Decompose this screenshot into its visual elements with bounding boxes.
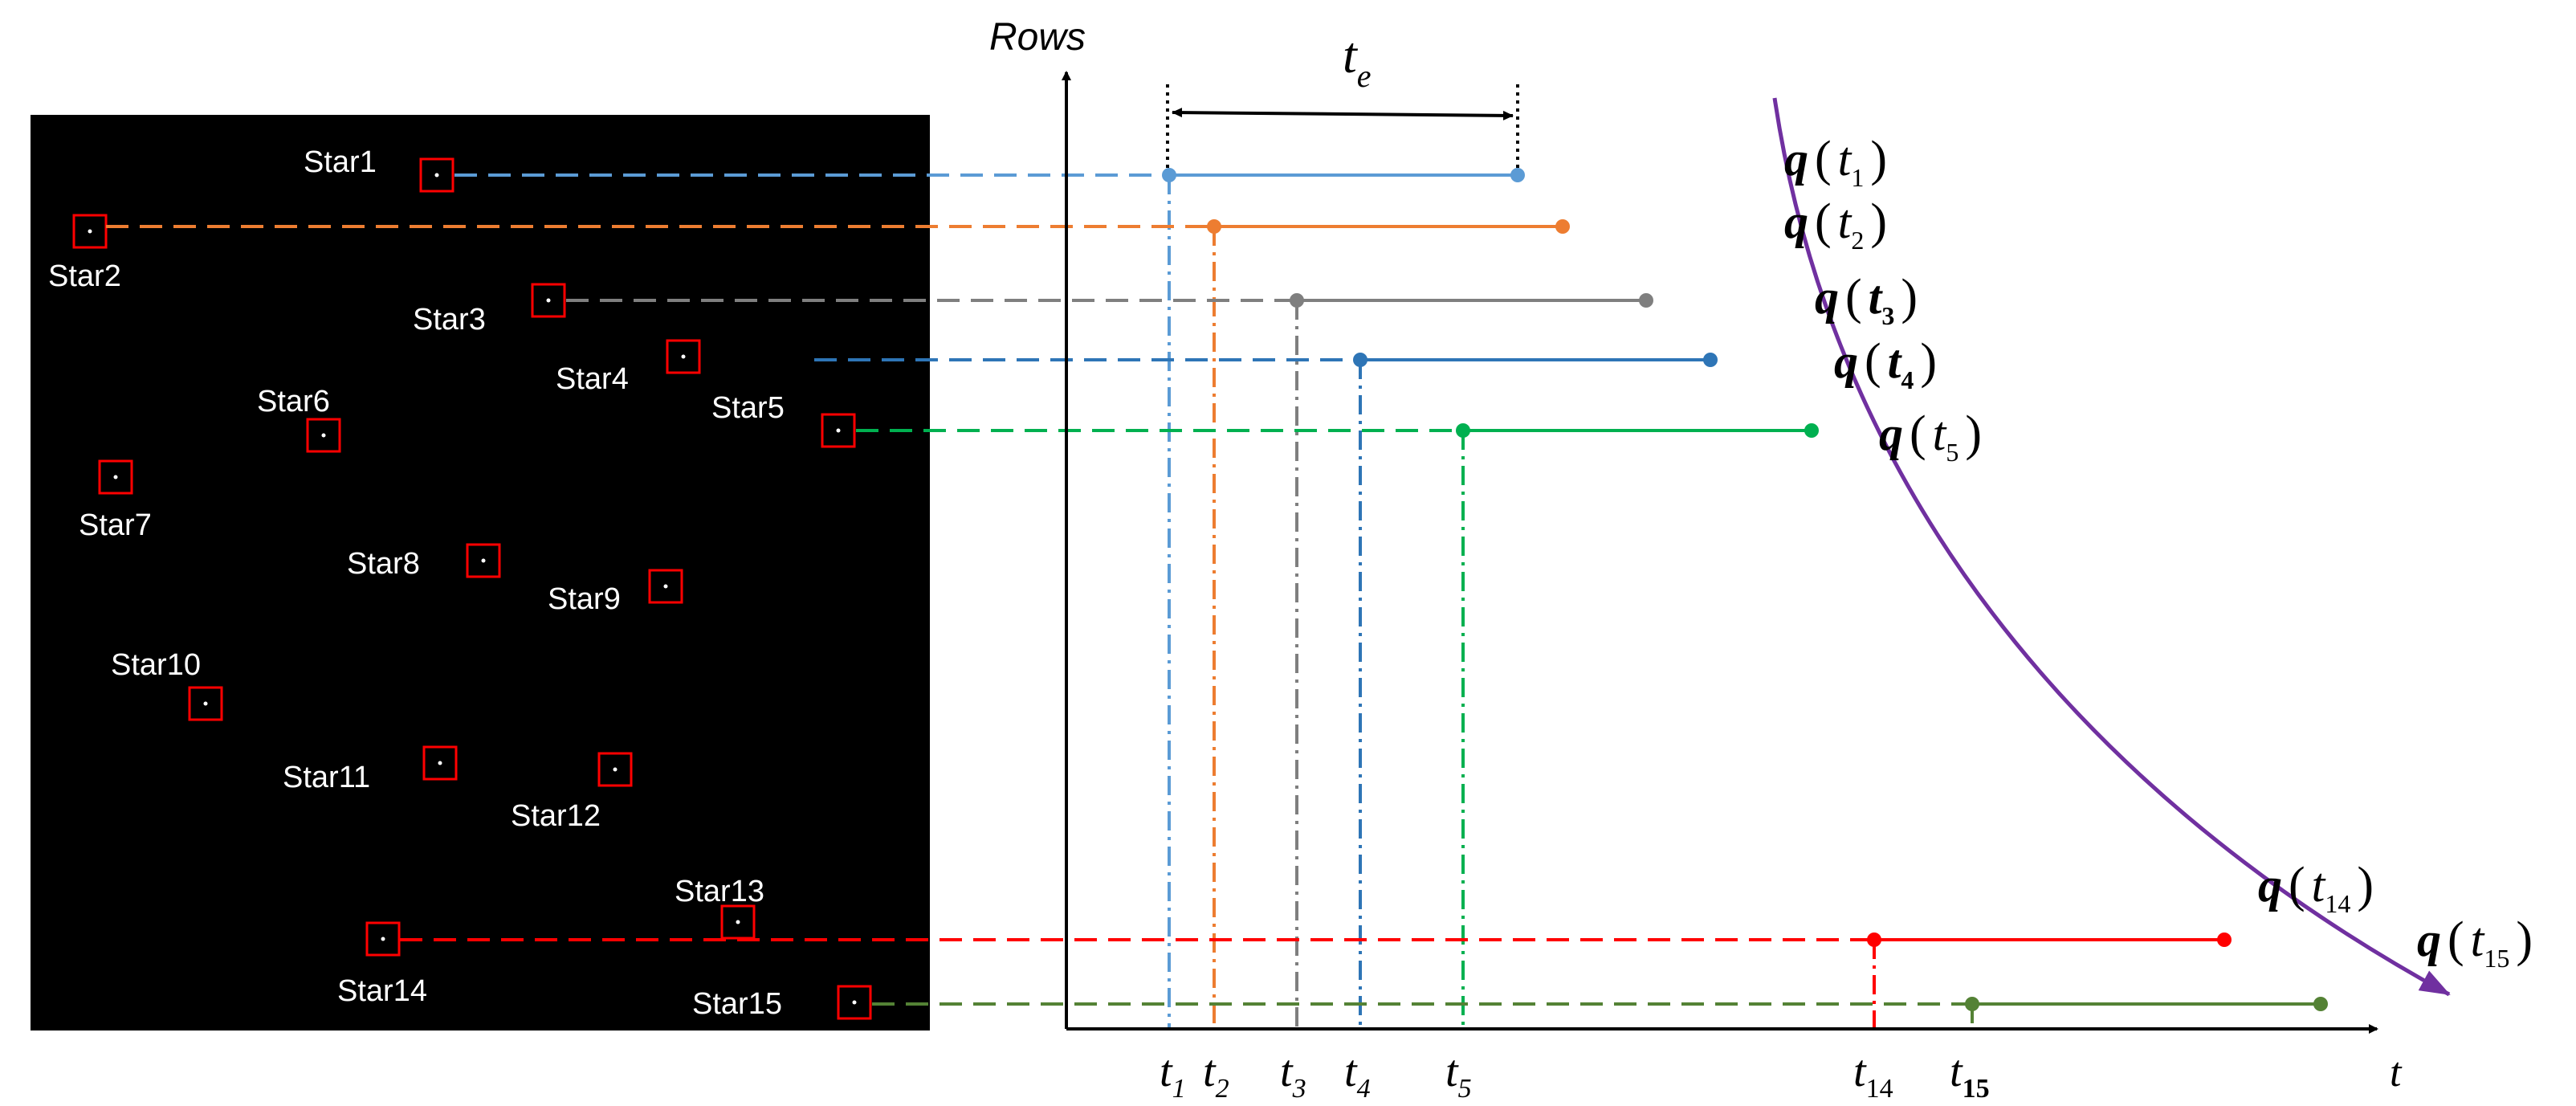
attitude-labels: q(t1)q(t2) q(t3)q(t4) q(t5) q(t14) q(t15) [1784, 132, 2533, 973]
attitude-label: q(t5) [1879, 406, 1982, 467]
time-tick-labels: t1 t2 t3 t4 t5 t14 t15 [1160, 1047, 1990, 1104]
star-dot [836, 428, 841, 433]
star-dot [321, 433, 326, 438]
star-label: Star6 [257, 385, 330, 418]
star-label: Star4 [556, 362, 629, 396]
star-box [648, 569, 683, 604]
time-tick-label: t2 [1203, 1047, 1229, 1104]
time-tick-label: t1 [1160, 1047, 1186, 1104]
star-label: Star5 [711, 391, 785, 425]
attitude-label: q(t2) [1784, 194, 1887, 255]
exposure-end-dot [1804, 423, 1819, 438]
star-dot [852, 1000, 857, 1005]
exposure-end-dot [1639, 293, 1653, 308]
star-label: Star2 [48, 259, 121, 293]
time-tick-label: t3 [1280, 1047, 1306, 1104]
star-dot [434, 173, 439, 178]
star-dot [88, 229, 92, 234]
star-label: Star15 [692, 987, 782, 1021]
exposure-dimension: te [1166, 27, 1519, 173]
star-box [597, 752, 633, 787]
star-label: Star13 [675, 875, 764, 908]
time-tick-label: t5 [1445, 1047, 1472, 1104]
exposure-end-dot [1555, 219, 1570, 234]
star-label: Star10 [111, 648, 201, 682]
star-box [365, 921, 401, 957]
time-tick-label: t15 [1950, 1047, 1990, 1104]
star-box [98, 459, 133, 495]
star-dot [438, 761, 442, 765]
star-box [188, 686, 223, 721]
attitude-label: q(t15) [2417, 912, 2533, 973]
attitude-curve [1772, 97, 2451, 997]
star-dot [613, 767, 618, 772]
star-box [466, 543, 501, 578]
star-field-image [31, 115, 930, 1030]
exposure-end-dot [2217, 933, 2232, 947]
star-dot [381, 937, 385, 941]
star-dot [736, 920, 740, 924]
attitude-label: q(t1) [1784, 132, 1887, 192]
star-box [422, 745, 458, 781]
star-dot [546, 298, 551, 303]
star-box [72, 214, 108, 249]
exposure-arrow [1172, 108, 1514, 120]
time-tick-label: t14 [1853, 1047, 1893, 1104]
star-label: Star14 [337, 974, 427, 1008]
star-label: Star7 [79, 508, 152, 542]
attitude-label: q(t3) [1815, 270, 1918, 330]
star-row-connectors [106, 168, 2328, 1029]
time-tick-label: t4 [1344, 1047, 1371, 1104]
star-box [306, 418, 341, 453]
attitude-label: q(t4) [1834, 334, 1937, 394]
x-axis-label: t [2390, 1050, 2403, 1096]
star-dot [113, 475, 118, 480]
axes: Rows t [989, 16, 2403, 1096]
star-label: Star9 [548, 582, 621, 616]
star-dot [481, 558, 486, 563]
star-box [419, 157, 454, 193]
star-label: Star11 [283, 761, 370, 794]
star-label: Star12 [511, 799, 601, 833]
star-label: Star8 [347, 547, 420, 581]
star-box [666, 339, 701, 374]
star-dot [203, 701, 208, 706]
y-axis-label: Rows [989, 16, 1086, 59]
star-box [837, 985, 872, 1020]
star-box [531, 283, 566, 318]
star-label: Star3 [413, 303, 486, 337]
star-box [821, 413, 856, 448]
exposure-end-dot [1510, 168, 1525, 182]
exposure-label: te [1343, 27, 1372, 94]
star-dot [681, 354, 686, 359]
star-dot [663, 584, 668, 589]
exposure-end-dot [2313, 997, 2328, 1011]
attitude-label: q(t14) [2258, 858, 2374, 918]
star-label: Star1 [304, 145, 377, 179]
exposure-end-dot [1703, 353, 1718, 367]
